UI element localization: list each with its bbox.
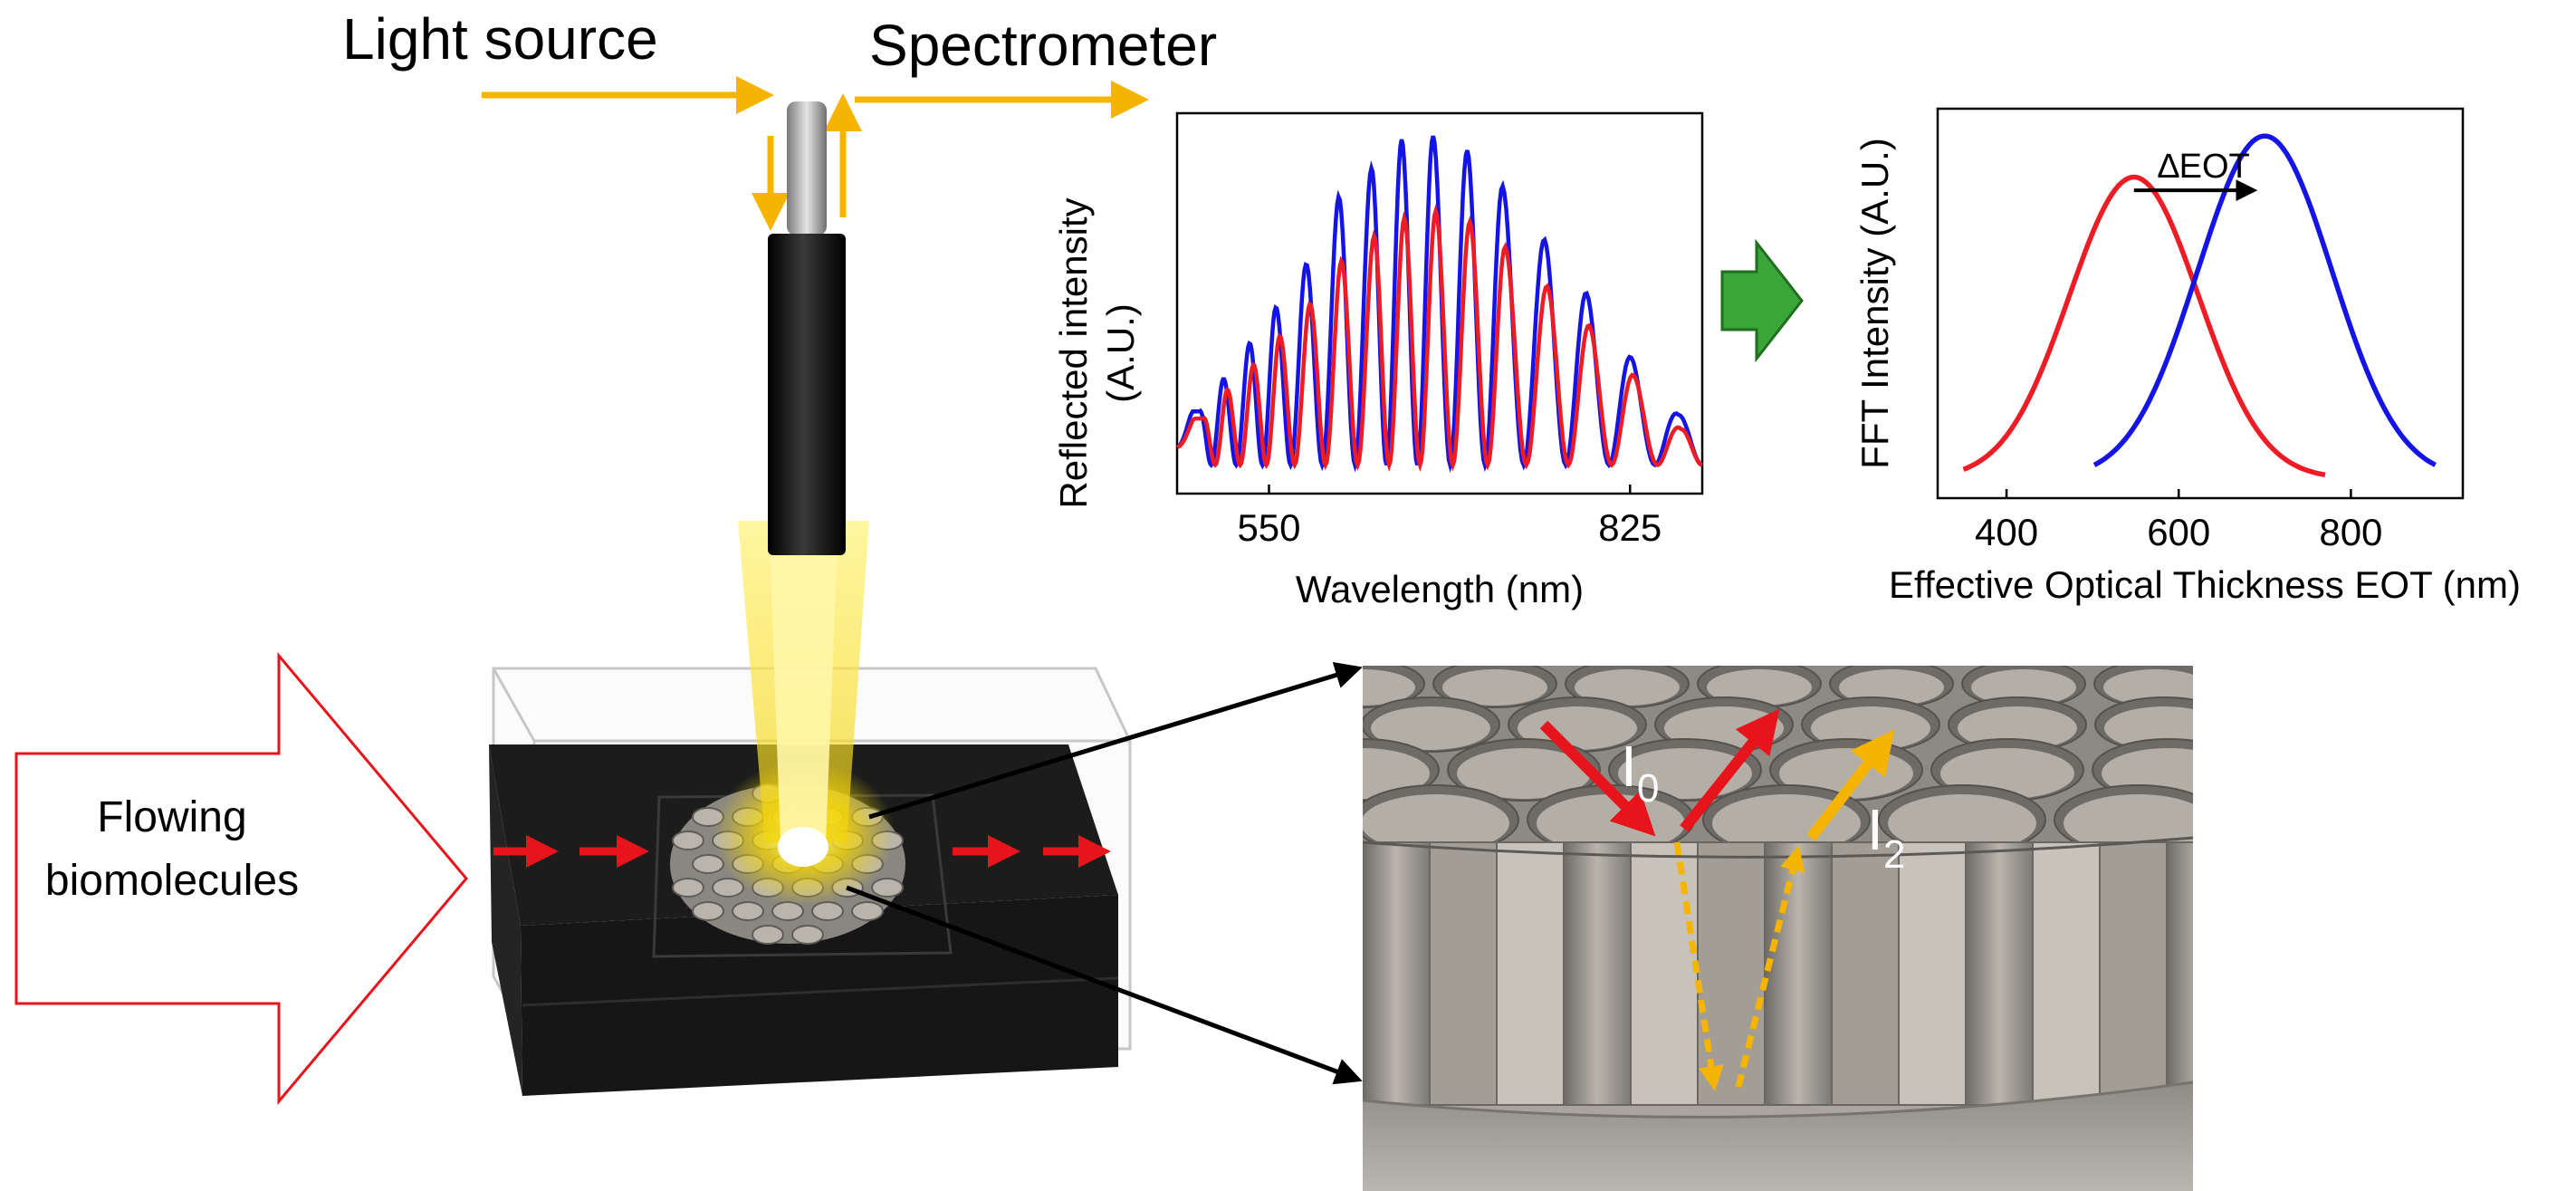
pore-wall-segment: [1429, 841, 1498, 1106]
fft-xtick-label: 600: [2147, 511, 2210, 553]
honeycomb-pore: [1185, 794, 1334, 852]
light-source-label: Light source: [342, 6, 658, 72]
pore-wall-segment: [2032, 841, 2101, 1106]
i0-label: I 0: [1621, 734, 1659, 811]
spectrum-plot-frame: [1175, 111, 1704, 495]
honeycomb-pore: [1363, 669, 1415, 706]
honeycomb-pore: [1224, 706, 1344, 750]
svg-text:I: I: [1621, 734, 1637, 799]
pore-wall-segment: [1898, 841, 1967, 1106]
spectrum-xtick-label: 550: [1237, 506, 1300, 549]
honeycomb-pore: [1371, 706, 1490, 750]
spectrometer-label: Spectrometer: [869, 13, 1217, 78]
device-illustration: [489, 101, 1132, 1096]
chip-pore: [672, 878, 704, 898]
fft-plot-frame: [1936, 107, 2465, 500]
flowing-label-line2: biomolecules: [45, 857, 299, 905]
fft-series-red: [1962, 174, 2326, 478]
pore-wall-segment: [2166, 841, 2193, 1106]
honeycomb-pore: [1888, 794, 2036, 852]
flowing-biomolecules-arrow: Flowing biomolecules: [14, 651, 468, 1106]
chip-pore: [672, 831, 704, 850]
honeycomb-pore: [1707, 669, 1812, 706]
honeycomb-surface: [1135, 666, 2397, 860]
svg-text:2: 2: [1883, 832, 1905, 877]
zoom-connectors: [846, 661, 1363, 1085]
incident-ray-i0: [1539, 720, 1656, 837]
fft-series-blue: [2092, 133, 2437, 467]
spectrum-ylabel-line1: Reflected intensity: [1052, 197, 1095, 508]
honeycomb-pore: [1457, 748, 1591, 799]
pore-wall-segment: [1831, 841, 1900, 1106]
fiber-optic-header: Light source Spectrometer: [342, 6, 1217, 231]
honeycomb-pore: [1135, 748, 1269, 799]
honeycomb-pore: [1575, 669, 1680, 706]
chip-pore: [692, 901, 724, 921]
reflected-ray-i2: [1806, 729, 1895, 841]
honeycomb-pore: [1442, 669, 1547, 706]
chip-pore: [871, 878, 904, 898]
spectrum-xlabel: Wavelength (nm): [1296, 568, 1584, 610]
pore-wall-segment: [1764, 841, 1833, 1106]
pore-base: [1363, 1082, 2193, 1191]
honeycomb-pore: [2236, 669, 2341, 706]
i2-label: I 2: [1867, 797, 1905, 877]
delta-eot-label: ∆EOT: [2158, 148, 2249, 186]
pore-wall-segment: [1496, 841, 1565, 1106]
svg-text:I: I: [1867, 797, 1883, 862]
honeycomb-pore: [2103, 669, 2193, 706]
pore-wall-segment: [1363, 841, 1431, 1106]
sensor-substrate-front: [521, 895, 1118, 1096]
honeycomb-pore: [1839, 669, 1944, 706]
chip-pore: [732, 901, 764, 921]
honeycomb-pore: [1363, 794, 1509, 852]
honeycomb-pore: [1712, 794, 1861, 852]
honeycomb-pore: [2239, 794, 2388, 852]
honeycomb-pore: [1178, 669, 1283, 706]
spectrum-series-red: [1176, 203, 1703, 473]
pore-wall-segment: [1965, 841, 2034, 1106]
light-beam: [713, 521, 895, 906]
pore-wall-segment: [2099, 841, 2168, 1106]
honeycomb-pore: [1958, 706, 2077, 750]
fft-xtick-label: 800: [2319, 511, 2382, 553]
pore-wall-segment: [1697, 841, 1766, 1106]
pore-walls: [1363, 836, 2193, 1106]
honeycomb-pore: [1518, 706, 1637, 750]
chip-pore: [791, 925, 824, 945]
chip-pore: [752, 925, 784, 945]
spectrum-ylabel-line2: (A.U.): [1099, 303, 1142, 403]
reflected-ray-i0: [1680, 708, 1780, 832]
fft-xlabel: Effective Optical Thickness EOT (nm): [1889, 563, 2521, 606]
inner-ray-up: [1735, 845, 1805, 1088]
process-arrow: [1720, 238, 1804, 363]
honeycomb-pore: [2064, 794, 2193, 852]
chip-pore: [851, 901, 884, 921]
pore-wall-segment: [1563, 841, 1632, 1106]
fft-chart: 400 600 800 ∆EOT Effective Optical Thickne…: [1853, 107, 2521, 606]
spectrum-chart: 550 825 Wavelength (nm) Reflected intensi…: [1052, 111, 1704, 610]
honeycomb-pore: [2251, 706, 2370, 750]
inner-ray-down: [1673, 841, 1724, 1091]
fiber-probe: [768, 101, 846, 555]
chip-pore: [712, 878, 744, 898]
svg-text:0: 0: [1637, 766, 1659, 811]
spectrum-xtick-label: 825: [1598, 506, 1661, 549]
spectrum-series-blue: [1175, 135, 1703, 474]
incident-reflected-rays: [1539, 708, 1895, 1091]
fft-ylabel: FFT Intensity (A.U.): [1853, 138, 1896, 469]
pore-wall-segment: [1630, 841, 1699, 1106]
porous-zoom-view: I 0 I 2: [1135, 666, 2397, 1191]
flowing-label-line1: Flowing: [97, 793, 246, 841]
fft-xtick-label: 400: [1975, 511, 2038, 553]
honeycomb-pore: [1971, 669, 2076, 706]
honeycomb-pore: [2263, 748, 2397, 799]
